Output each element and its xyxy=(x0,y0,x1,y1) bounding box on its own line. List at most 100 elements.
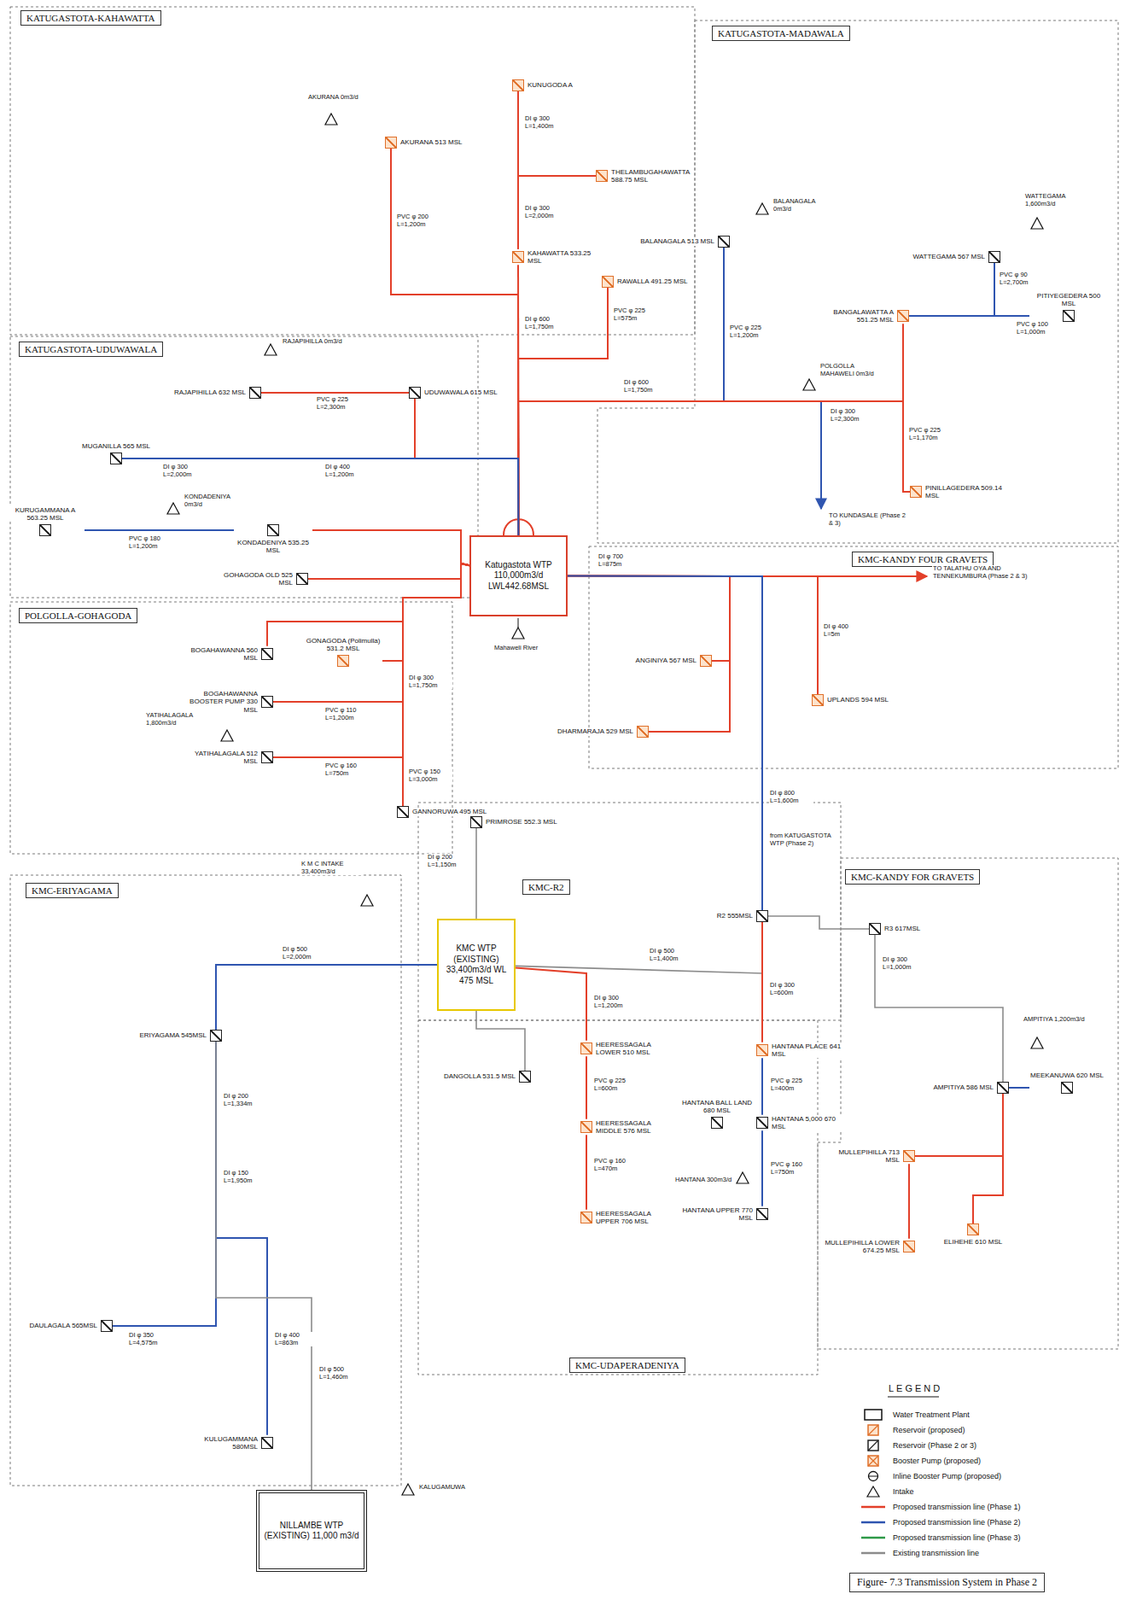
legend-entry: Water Treatment Plant xyxy=(860,1408,970,1421)
reservoir-node: GONAGODA (Polimulla) 531.2 MSL xyxy=(303,636,383,667)
pipeline xyxy=(909,314,1030,317)
legend-entry: Inline Booster Pump (proposed) xyxy=(860,1469,1002,1482)
pipe-label: DI φ 400 L=863m xyxy=(273,1331,319,1347)
reservoir-symbol xyxy=(470,816,483,828)
node-text: MEEKANUWA 620 MSL xyxy=(1029,1071,1105,1079)
reservoir-node: BANGALAWATTA A 551.25 MSL xyxy=(816,308,910,324)
reservoir-node: UDUWAWALA 615 MSL xyxy=(408,386,499,399)
pipe-label: PVC φ 160 L=470m xyxy=(593,1157,638,1172)
pipeline xyxy=(267,563,470,647)
pipeline xyxy=(874,934,1003,1082)
legend-entry: Proposed transmission line (Phase 2) xyxy=(860,1515,1021,1528)
node-text: KATUGASTOTA-UDUWAWALA xyxy=(24,343,158,355)
pipe-label: PVC φ 180 L=1,200m xyxy=(128,535,173,550)
reservoir-node: HEERESSAGALA MIDDLE 576 MSL xyxy=(580,1119,674,1135)
intake-label: Mahaweli River xyxy=(493,644,539,653)
intake-symbol xyxy=(402,1483,414,1495)
pipe-label: DI φ 150 L=1,950m xyxy=(222,1169,268,1184)
reservoir-symbol xyxy=(39,524,52,537)
intake-symbol xyxy=(512,627,525,639)
reservoir-symbol xyxy=(249,386,262,399)
reservoir-symbol xyxy=(909,485,922,498)
legend-entry: Intake xyxy=(860,1485,915,1498)
reservoir-symbol xyxy=(756,909,769,922)
reservoir-node: R2 555MSL xyxy=(716,909,769,922)
node-text: GONAGODA (Polimulla) 531.2 MSL xyxy=(303,636,383,653)
reservoir-symbol xyxy=(756,1116,769,1129)
reservoir-node: RAJAPIHILLA 632 MSL xyxy=(173,386,262,399)
reservoir-symbol xyxy=(711,1116,723,1129)
node-text: BANGALAWATTA A 551.25 MSL xyxy=(816,308,895,324)
node-text: MUGANILLA 565 MSL xyxy=(81,442,152,450)
legend-sample xyxy=(860,1454,887,1467)
pipeline xyxy=(761,1057,764,1115)
node-text: ERIYAGAMA 545MSL xyxy=(138,1031,208,1039)
pipeline xyxy=(908,1163,910,1239)
pipe-label: DI φ 400 L=1,200m xyxy=(324,463,369,478)
node-text: HANTANA BALL LAND 680 MSL xyxy=(677,1098,757,1114)
legend-text: Reservoir (proposed) xyxy=(892,1425,966,1434)
node-text: DHARMARAJA 529 MSL xyxy=(556,727,635,735)
node-text: R3 617MSL xyxy=(883,924,921,933)
intake-label: K M C INTAKE 33,400m3/d xyxy=(300,860,362,875)
pipe-label: PVC φ 225 L=1,170m xyxy=(908,426,953,442)
node-text: BOGAHAWANNA 560 MSL xyxy=(180,646,259,662)
node-text: MULLEPIHILLA LOWER 674.25 MSL xyxy=(821,1238,901,1254)
reservoir-symbol xyxy=(267,524,280,537)
intake-symbol xyxy=(1031,1037,1044,1049)
node-text: HEERESSAGALA LOWER 510 MSL xyxy=(594,1040,674,1056)
reservoir-symbol xyxy=(903,1149,916,1162)
reservoir-node: HEERESSAGALA LOWER 510 MSL xyxy=(580,1040,674,1056)
node-text: KMC-KANDY FOUR GRAVETS xyxy=(857,553,988,565)
node-text: NILLAMBE WTP (EXISTING) 11,000 m3/d xyxy=(263,1520,360,1542)
node-text: GOHAGODA OLD 525 MSL xyxy=(215,571,294,587)
intake-symbol xyxy=(736,1171,749,1184)
pipeline xyxy=(915,1093,1003,1156)
zone-boundary xyxy=(418,1020,818,1375)
intake-symbol xyxy=(361,894,374,906)
reservoir-symbol xyxy=(261,751,274,764)
reservoir-symbol xyxy=(756,1207,769,1220)
intake-symbol xyxy=(264,343,277,356)
node-text: AMPITIYA 586 MSL xyxy=(932,1083,995,1091)
legend-sample xyxy=(860,1469,887,1482)
intake-label: POLGOLLA MAHAWELI 0m3/d xyxy=(819,362,890,378)
reservoir-symbol xyxy=(897,309,910,322)
reservoir-symbol xyxy=(209,1029,222,1042)
legend-text: Existing transmission line xyxy=(892,1548,980,1557)
reservoir-node: MEEKANUWA 620 MSL xyxy=(1029,1071,1105,1094)
reservoir-symbol xyxy=(261,695,274,708)
legend-entry: Existing transmission line xyxy=(860,1546,980,1559)
reservoir-node: UPLANDS 594 MSL xyxy=(811,693,890,706)
node-text: HEERESSAGALA MIDDLE 576 MSL xyxy=(594,1119,674,1135)
reservoir-node: HANTANA UPPER 770 MSL xyxy=(675,1206,769,1222)
legend-sample xyxy=(860,1546,887,1559)
pipe-label: DI φ 300 L=2,300m xyxy=(829,408,875,423)
reservoir-symbol xyxy=(996,1081,1009,1094)
reservoir-symbol xyxy=(967,1223,980,1236)
reservoir-node: PITIYEGEDERA 500 MSL xyxy=(1029,291,1108,322)
node-text: Katugastota WTP 110,000m3/d LWL442.68MSL xyxy=(475,559,562,593)
intake-label: TO KUNDASALE (Phase 2 & 3) xyxy=(827,512,907,527)
pipeline xyxy=(308,563,470,579)
legend-sample xyxy=(860,1485,887,1498)
node-text: HEERESSAGALA UPPER 706 MSL xyxy=(594,1209,674,1225)
intake-label: AKURANA 0m3/d xyxy=(307,93,360,102)
pipe-label: PVC φ 225 L=575m xyxy=(612,307,658,322)
legend-entry: Proposed transmission line (Phase 3) xyxy=(860,1531,1021,1544)
zone-boundary xyxy=(10,874,402,1486)
reservoir-node: GOHAGODA OLD 525 MSL xyxy=(215,571,309,587)
pipe-label: PVC φ 225 L=400m xyxy=(769,1077,815,1092)
pipeline xyxy=(215,1041,268,1435)
node-text: BALANAGALA 513 MSL xyxy=(639,237,716,245)
reservoir-node: ELIHEHE 610 MSL xyxy=(943,1223,1003,1246)
pipeline xyxy=(116,458,519,536)
pipe-label: PVC φ 110 L=1,200m xyxy=(324,706,369,722)
zone-title-box: KATUGASTOTA-MADAWALA xyxy=(711,25,851,41)
pipeline xyxy=(768,915,869,929)
reservoir-node: MUGANILLA 565 MSL xyxy=(81,442,152,465)
node-text: GANNORUWA 495 MSL xyxy=(411,807,488,816)
reservoir-node: AMPITIYA 586 MSL xyxy=(932,1081,1009,1094)
node-text: PITIYEGEDERA 500 MSL xyxy=(1029,291,1108,308)
